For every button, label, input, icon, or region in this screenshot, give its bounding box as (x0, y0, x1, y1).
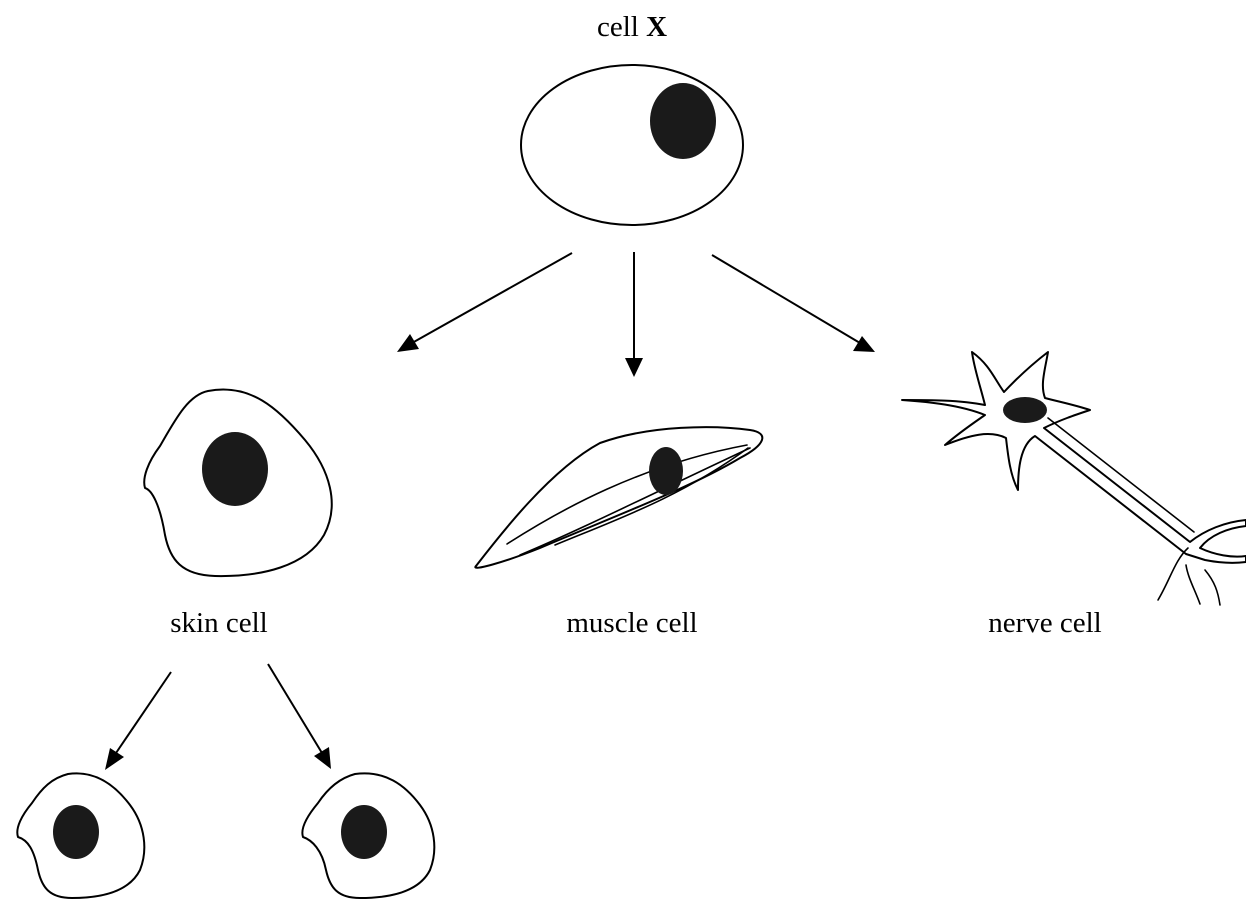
skin-cell-nucleus (202, 432, 268, 506)
daughter-cell-nucleus (341, 805, 387, 859)
skin-cell-label: skin cell (170, 607, 267, 639)
arrow-to-muscle-cell (625, 252, 643, 377)
cell-x-prefix: cell (597, 11, 646, 43)
muscle-cell-nucleus (649, 447, 683, 495)
daughter-skin-cell-right (302, 773, 434, 898)
arrows-from-cell-x (397, 252, 875, 377)
nerve-cell-axon-line (1048, 418, 1194, 532)
arrow-to-nerve-cell (712, 255, 875, 352)
muscle-cell (475, 427, 762, 568)
nerve-cell-terminal (1205, 570, 1220, 605)
nerve-cell (902, 352, 1246, 605)
nerve-cell-terminal (1158, 548, 1188, 600)
daughter-cell-nucleus (53, 805, 99, 859)
daughter-skin-cell-left (17, 773, 144, 898)
cell-x-label: cell X (597, 11, 667, 43)
cell-x-nucleus (650, 83, 716, 159)
muscle-cell-label: muscle cell (566, 607, 697, 639)
skin-cell (144, 389, 332, 576)
cell-x-letter: X (646, 11, 667, 43)
cell-x-membrane (521, 65, 743, 225)
arrow-to-daughter-cell-right (268, 664, 331, 769)
arrows-from-skin-cell (105, 664, 331, 770)
muscle-cell-membrane (475, 427, 762, 568)
nerve-cell-label: nerve cell (988, 607, 1102, 639)
arrow-to-daughter-cell-left (105, 672, 171, 770)
cell-x (521, 65, 743, 225)
nerve-cell-terminal (1186, 565, 1200, 604)
nerve-cell-body (902, 352, 1246, 563)
nerve-cell-nucleus (1003, 397, 1047, 423)
arrow-to-skin-cell (397, 253, 572, 352)
